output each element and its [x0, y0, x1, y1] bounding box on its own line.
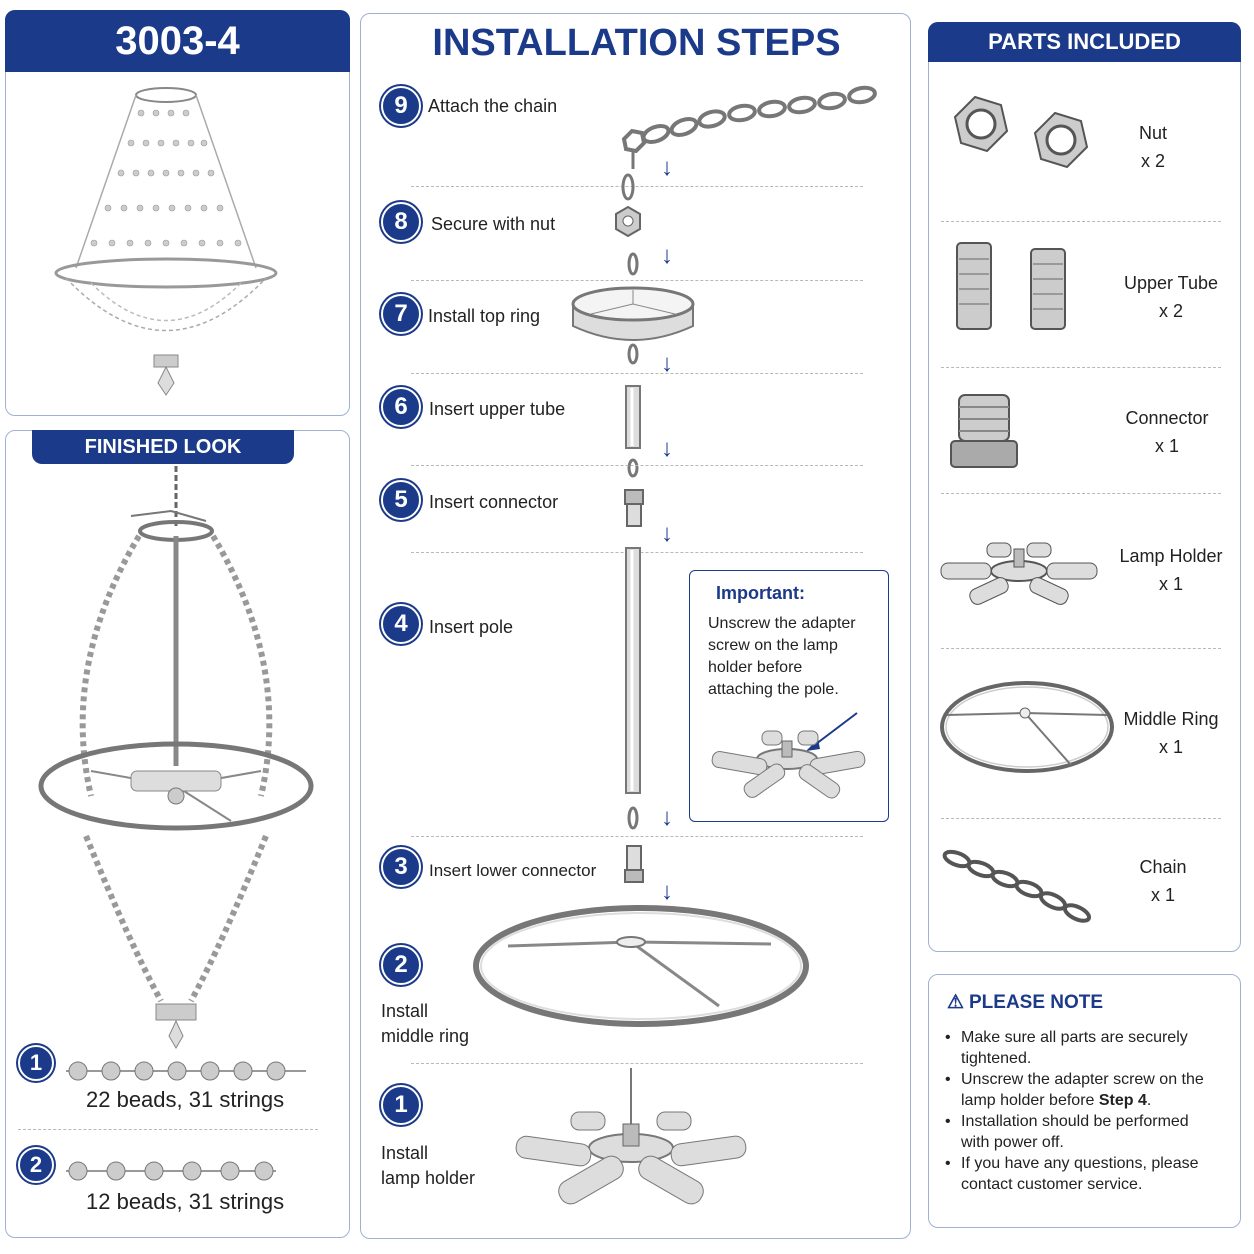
lamp-holder-icon: [940, 542, 1098, 605]
finished-look-header: FINISHED LOOK: [32, 430, 294, 464]
note-title: PLEASE NOTE: [969, 992, 1104, 1013]
step-1-label: Install lamp holder: [381, 1143, 476, 1188]
divider: [941, 493, 1221, 494]
note-item: Make sure all parts are securely tighten…: [945, 1027, 1215, 1069]
lower-connector-step-icon: [624, 845, 644, 883]
top-ring-step-icon: [571, 252, 695, 365]
arrow-down-icon: ↓: [661, 878, 673, 905]
installation-panel: INSTALLATION STEPS 9 Attach the chain ↓ …: [360, 13, 911, 1239]
nut-step-icon: [615, 173, 641, 238]
model-code: 3003-4: [115, 19, 240, 63]
chain-step-icon: [621, 85, 877, 169]
step-5-label: Insert connector: [429, 492, 559, 512]
step-7-label: Install top ring: [428, 306, 541, 326]
finished-look-panel: FINISHED LOOK 1 22 beads, 31 strings 2 1…: [5, 430, 350, 1238]
divider: [411, 465, 863, 466]
parts-header: PARTS INCLUDED: [928, 22, 1241, 62]
warning-icon: ⚠: [947, 992, 965, 1013]
ring-icon: [940, 681, 1114, 773]
note-item: Installation should be performed with po…: [945, 1111, 1215, 1153]
arrow-down-icon: ↓: [661, 154, 673, 181]
divider: [411, 186, 863, 187]
step-2-badge: 2: [381, 945, 421, 985]
step-3-badge: 3: [381, 847, 421, 887]
note-item: If you have any questions, please contac…: [945, 1153, 1215, 1195]
step-7-badge: 7: [381, 294, 421, 334]
divider: [941, 818, 1221, 819]
arrow-down-icon: ↓: [661, 520, 673, 547]
tube-icon: [956, 242, 1066, 330]
model-header: 3003-4: [5, 10, 350, 72]
part-chain-label: Chain x 1: [1139, 857, 1187, 905]
step-5-badge: 5: [381, 480, 421, 520]
arrow-down-icon: ↓: [661, 435, 673, 462]
model-panel: 3003-4: [5, 10, 350, 416]
middle-ring-step-icon: [473, 905, 809, 1027]
important-text: Unscrew the adapter screw on the lamp ho…: [708, 615, 856, 698]
bead-badge-2: 2: [18, 1147, 54, 1183]
step-2-label: Install middle ring: [381, 1001, 470, 1046]
installation-title: INSTALLATION STEPS: [432, 22, 841, 64]
bead-string-1-icon: [66, 1061, 306, 1081]
important-title: Important:: [716, 583, 805, 603]
divider: [941, 367, 1221, 368]
important-box: Important: Unscrew the adapter screw on …: [689, 570, 889, 822]
lamp-holder-step-icon: [515, 1068, 747, 1205]
divider: [411, 280, 863, 281]
bead-badge-1: 1: [18, 1045, 54, 1081]
bead-string-2-icon: [66, 1161, 276, 1181]
divider: [941, 221, 1221, 222]
parts-panel: PARTS INCLUDED Nut x 2 Upper Tube x 2 Co…: [928, 22, 1241, 952]
part-lamp-holder-label: Lamp Holder x 1: [1119, 546, 1223, 594]
note-item: Unscrew the adapter screw on the lamp ho…: [945, 1069, 1215, 1111]
step-6-badge: 6: [381, 387, 421, 427]
note-panel: ⚠PLEASE NOTE Make sure all parts are sec…: [928, 974, 1241, 1228]
upper-tube-step-icon: [625, 385, 641, 478]
note-title-row: ⚠PLEASE NOTE: [947, 991, 1103, 1014]
step-6-label: Insert upper tube: [429, 399, 566, 419]
step-3-label: Insert lower connector: [429, 861, 597, 880]
divider: [941, 648, 1221, 649]
bead-text-2: 12 beads, 31 strings: [86, 1189, 285, 1214]
bead-text-1: 22 beads, 31 strings: [86, 1087, 285, 1112]
divider: [411, 373, 863, 374]
part-nut-label: Nut x 2: [1138, 123, 1167, 171]
arrow-down-icon: ↓: [661, 350, 673, 377]
note-list: Make sure all parts are securely tighten…: [945, 1027, 1215, 1195]
pole-step-icon: [625, 547, 641, 830]
step-8-badge: 8: [381, 202, 421, 242]
step-1-badge: 1: [381, 1085, 421, 1125]
chain-icon: [942, 849, 1092, 923]
step-4-badge: 4: [381, 604, 421, 644]
divider: [18, 1129, 318, 1130]
connector-icon: [950, 394, 1018, 468]
connector-step-icon: [624, 489, 644, 527]
arrow-down-icon: ↓: [661, 242, 673, 269]
step-8-label: Secure with nut: [431, 214, 556, 234]
lamp-holder-detail-icon: [711, 712, 866, 799]
step-9-label: Attach the chain: [428, 96, 558, 116]
part-upper-tube-label: Upper Tube x 2: [1123, 273, 1219, 321]
nut-icon: [953, 95, 1089, 169]
step-4-label: Insert pole: [429, 617, 514, 637]
finished-chandelier-image: [38, 466, 314, 1049]
step-9-badge: 9: [381, 86, 421, 126]
divider: [411, 1063, 863, 1064]
chandelier-image: [54, 87, 278, 396]
arrow-down-icon: ↓: [661, 804, 673, 831]
part-middle-ring-label: Middle Ring x 1: [1123, 709, 1219, 757]
part-connector-label: Connector x 1: [1125, 408, 1209, 456]
divider: [411, 836, 863, 837]
